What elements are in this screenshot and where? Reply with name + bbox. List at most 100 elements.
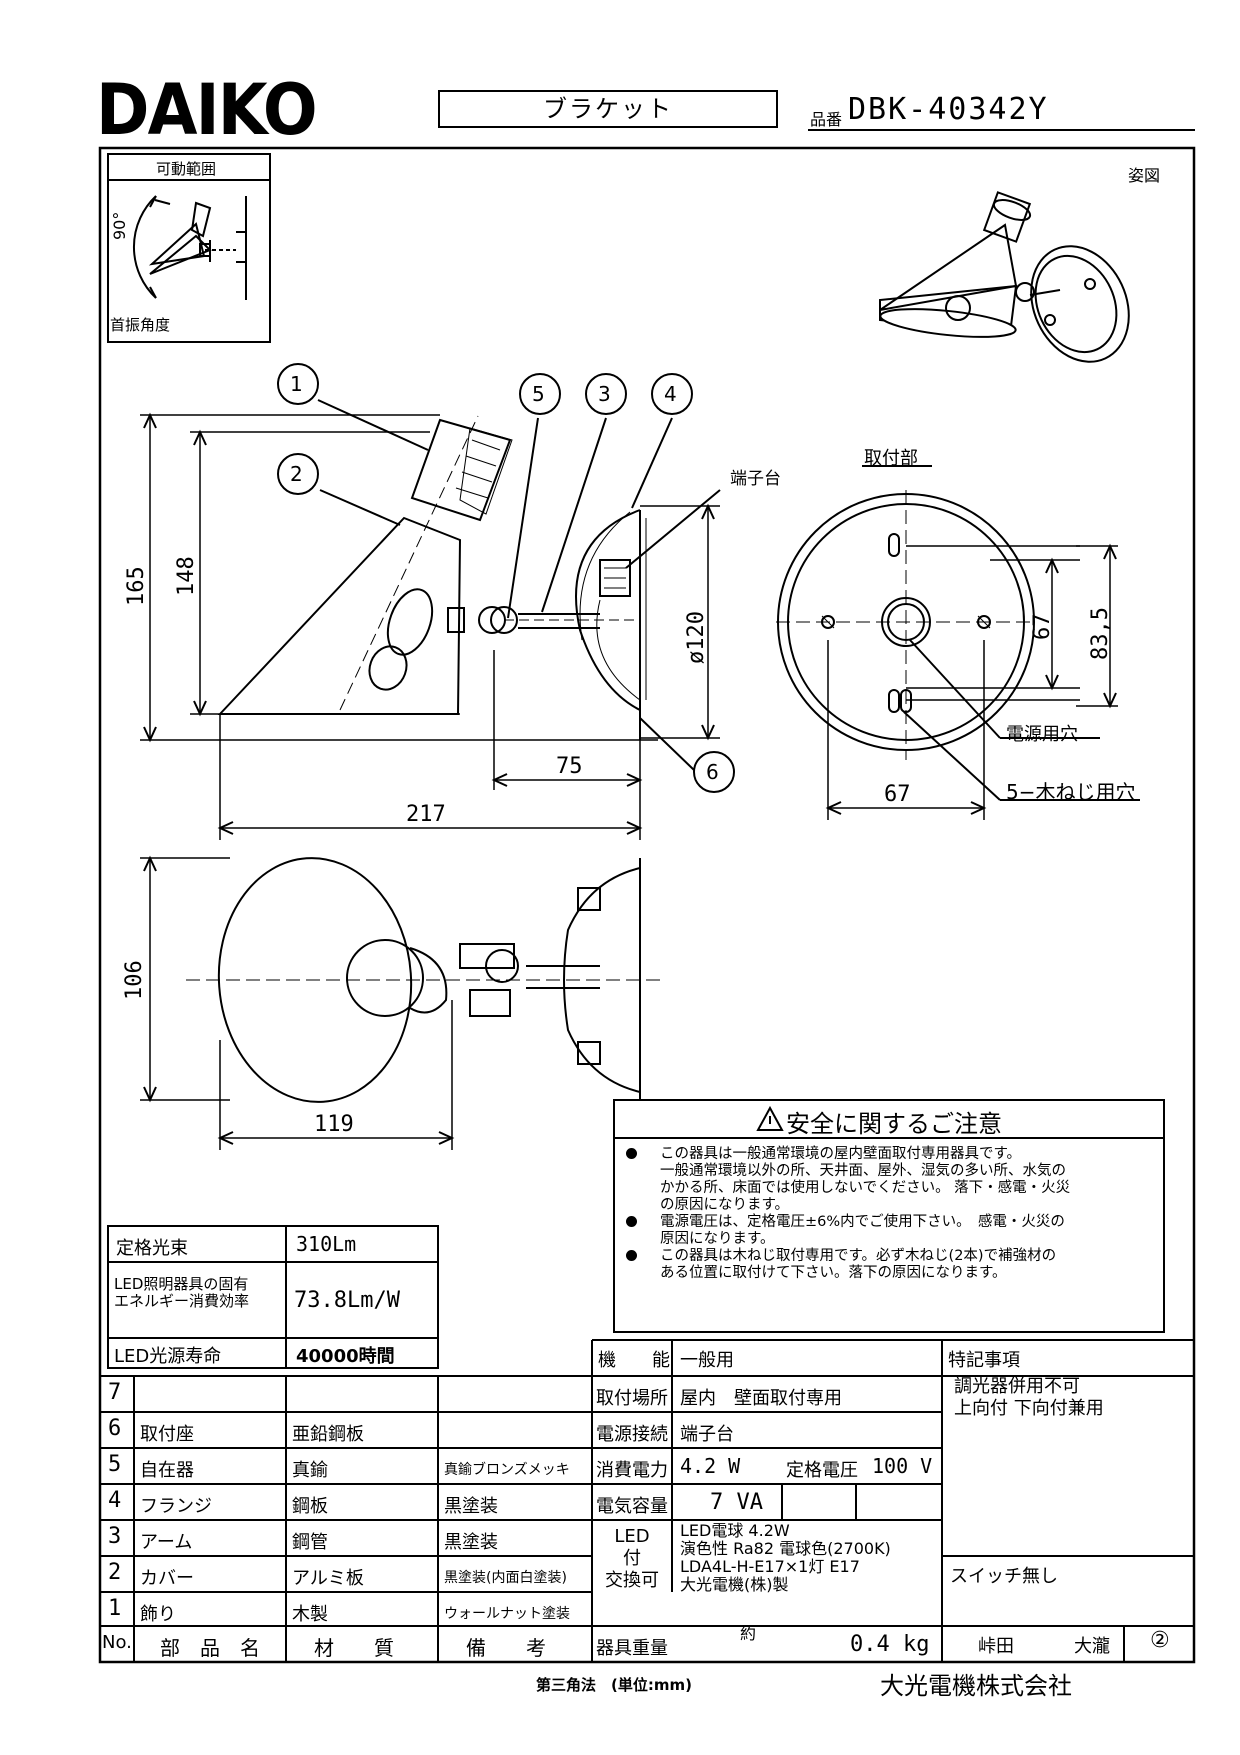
part-material: 木製 xyxy=(292,1604,328,1625)
logo-text: DAIKO xyxy=(96,69,318,151)
safety-item: この器具は木ねじ取付専用です。必ず木ねじ(2本)で補強材の ある位置に取付けて下… xyxy=(626,1248,1156,1282)
spec-connection: 端子台 xyxy=(680,1424,734,1445)
safety-line: この器具は一般通常環境の屋内壁面取付専用器具です。 xyxy=(660,1146,1022,1162)
perspective-view-label: 姿図 xyxy=(1128,166,1161,185)
spec-led-label: LED 付 交換可 xyxy=(605,1526,659,1591)
spec-capacity-label: 電気容量 xyxy=(596,1496,668,1517)
safety-item: この器具は一般通常環境の屋内壁面取付専用器具です。 一般通常環境以外の所、天井面… xyxy=(626,1146,1156,1214)
brand-logo: DAIKO xyxy=(96,74,335,146)
header-material: 材 質 xyxy=(314,1636,394,1660)
terminal-label: 端子台 xyxy=(730,469,781,489)
note-line: 上向付 下向付兼用 xyxy=(954,1398,1104,1419)
led-line: LED電球 4.2W xyxy=(680,1521,790,1540)
spec-power-label: 消費電力 xyxy=(596,1460,668,1481)
part-material: 真鍮 xyxy=(292,1460,328,1481)
part-note: 真鍮ブロンズメッキ xyxy=(444,1462,570,1478)
movable-range-sketch xyxy=(133,195,247,300)
dim-148: 148 xyxy=(174,556,199,596)
dim-106: 106 xyxy=(122,960,147,1000)
spec-voltage: 100 V xyxy=(872,1454,933,1478)
part-name: 自在器 xyxy=(140,1460,194,1481)
dim-67-horizontal: 67 xyxy=(884,782,911,807)
approved-by: 大瀧 xyxy=(1074,1636,1110,1657)
projection-note: 第三角法 (単位:mm) xyxy=(536,1676,692,1694)
safety-line: の原因になります。 xyxy=(660,1197,790,1213)
part-material: 鋼管 xyxy=(292,1532,328,1553)
rating-label-flux: 定格光束 xyxy=(116,1238,188,1259)
dim-165: 165 xyxy=(124,566,149,606)
dim-67-vertical: 67 xyxy=(1030,613,1055,641)
part-name: 取付座 xyxy=(140,1424,194,1445)
safety-line: 一般通常環境以外の所、天井面、屋外、湿気の多い所、水気の xyxy=(660,1163,1066,1179)
part-name: カバー xyxy=(140,1568,194,1589)
spec-grid xyxy=(100,1339,1194,1662)
spec-function-label: 機 能 xyxy=(598,1350,670,1371)
angle-caption: 首振角度 xyxy=(110,316,171,334)
company-name: 大光電機株式会社 xyxy=(880,1672,1072,1700)
part-name: フランジ xyxy=(140,1496,212,1517)
callout-1: 1 xyxy=(290,372,303,396)
led-line: 演色性 Ra82 電球色(2700K) xyxy=(680,1539,891,1558)
spec-weight-prefix: 約 xyxy=(740,1624,757,1643)
part-material: 鋼板 xyxy=(292,1496,328,1517)
safety-title: 安全に関するご注意 xyxy=(786,1110,1002,1138)
spec-location: 屋内 壁面取付専用 xyxy=(680,1388,842,1409)
mount-title: 取付部 xyxy=(864,448,918,469)
spec-capacity: 7 VA xyxy=(710,1490,763,1515)
callout-6: 6 xyxy=(706,760,719,784)
dim-75: 75 xyxy=(556,754,583,779)
led-line: LDA4L-H-E17×1灯 E17 xyxy=(680,1557,860,1576)
dim-d120: ø120 xyxy=(684,611,709,664)
part-no: 5 xyxy=(108,1452,122,1477)
rating-value-efficiency: 73.8Lm/W xyxy=(294,1288,400,1313)
safety-line: かかる所、床面では使用しないでください。 落下・感電・火災 xyxy=(660,1180,1071,1196)
part-no: 2 xyxy=(108,1560,122,1585)
spec-weight-label: 器具重量 xyxy=(596,1638,668,1659)
bullet-icon xyxy=(626,1148,637,1159)
part-no: 1 xyxy=(108,1596,122,1621)
side-view xyxy=(140,399,721,840)
mount-view xyxy=(776,465,1140,820)
front-view xyxy=(140,855,660,1150)
model-number: DBK-40342Y xyxy=(848,92,1049,127)
spec-function: 一般用 xyxy=(680,1350,734,1371)
header-part-name: 部 品 名 xyxy=(160,1636,260,1660)
part-name: アーム xyxy=(140,1532,193,1553)
switch-note: スイッチ無し xyxy=(950,1566,1058,1587)
bullet-icon xyxy=(626,1216,637,1227)
power-hole-label: 電源用穴 xyxy=(1006,724,1078,745)
screw-hole-label: 5−木ねじ用穴 xyxy=(1006,780,1136,804)
drawn-by: 峠田 xyxy=(978,1636,1014,1657)
part-no: 3 xyxy=(108,1524,122,1549)
safety-line: 原因になります。 xyxy=(660,1231,775,1247)
safety-item: 電源電圧は、定格電圧±6%内でご使用下さい。 感電・火災の 原因になります。 xyxy=(626,1214,1156,1248)
spec-location-label: 取付場所 xyxy=(596,1388,668,1409)
dim-217: 217 xyxy=(406,802,446,827)
led-line: 大光電機(株)製 xyxy=(680,1575,789,1594)
bullet-icon xyxy=(626,1250,637,1261)
dim-83-5: 83,5 xyxy=(1088,607,1113,660)
header-note: 備 考 xyxy=(466,1636,546,1660)
safety-notes: この器具は一般通常環境の屋内壁面取付専用器具です。 一般通常環境以外の所、天井面… xyxy=(626,1146,1156,1282)
part-no: 7 xyxy=(108,1380,122,1405)
part-no: 4 xyxy=(108,1488,122,1513)
rating-value-flux: 310Lm xyxy=(296,1232,357,1256)
safety-line: ある位置に取付けて下さい。落下の原因になります。 xyxy=(660,1265,1007,1281)
header-no: No. xyxy=(102,1632,132,1653)
perspective-view xyxy=(879,191,1130,363)
part-note: ウォールナット塗装 xyxy=(444,1606,570,1622)
spec-led-details: LED電球 4.2W 演色性 Ra82 電球色(2700K) LDA4L-H-E… xyxy=(680,1522,891,1594)
part-name: 飾り xyxy=(140,1604,176,1625)
category-label: ブラケット xyxy=(543,95,673,123)
part-material: 亜鉛鋼板 xyxy=(292,1424,364,1445)
callout-3: 3 xyxy=(598,382,611,406)
rating-label-life: LED光源寿命 xyxy=(114,1346,222,1367)
category-box: ブラケット xyxy=(438,90,778,128)
spec-weight: 0.4 kg xyxy=(850,1632,930,1657)
rating-label-efficiency: LED照明器具の固有 エネルギー消費効率 xyxy=(114,1275,250,1310)
callout-5: 5 xyxy=(532,382,545,406)
safety-line: この器具は木ねじ取付専用です。必ず木ねじ(2本)で補強材の xyxy=(660,1248,1057,1264)
note-line: 調光器併用不可 xyxy=(954,1376,1080,1397)
spec-connection-label: 電源接続 xyxy=(596,1424,668,1445)
